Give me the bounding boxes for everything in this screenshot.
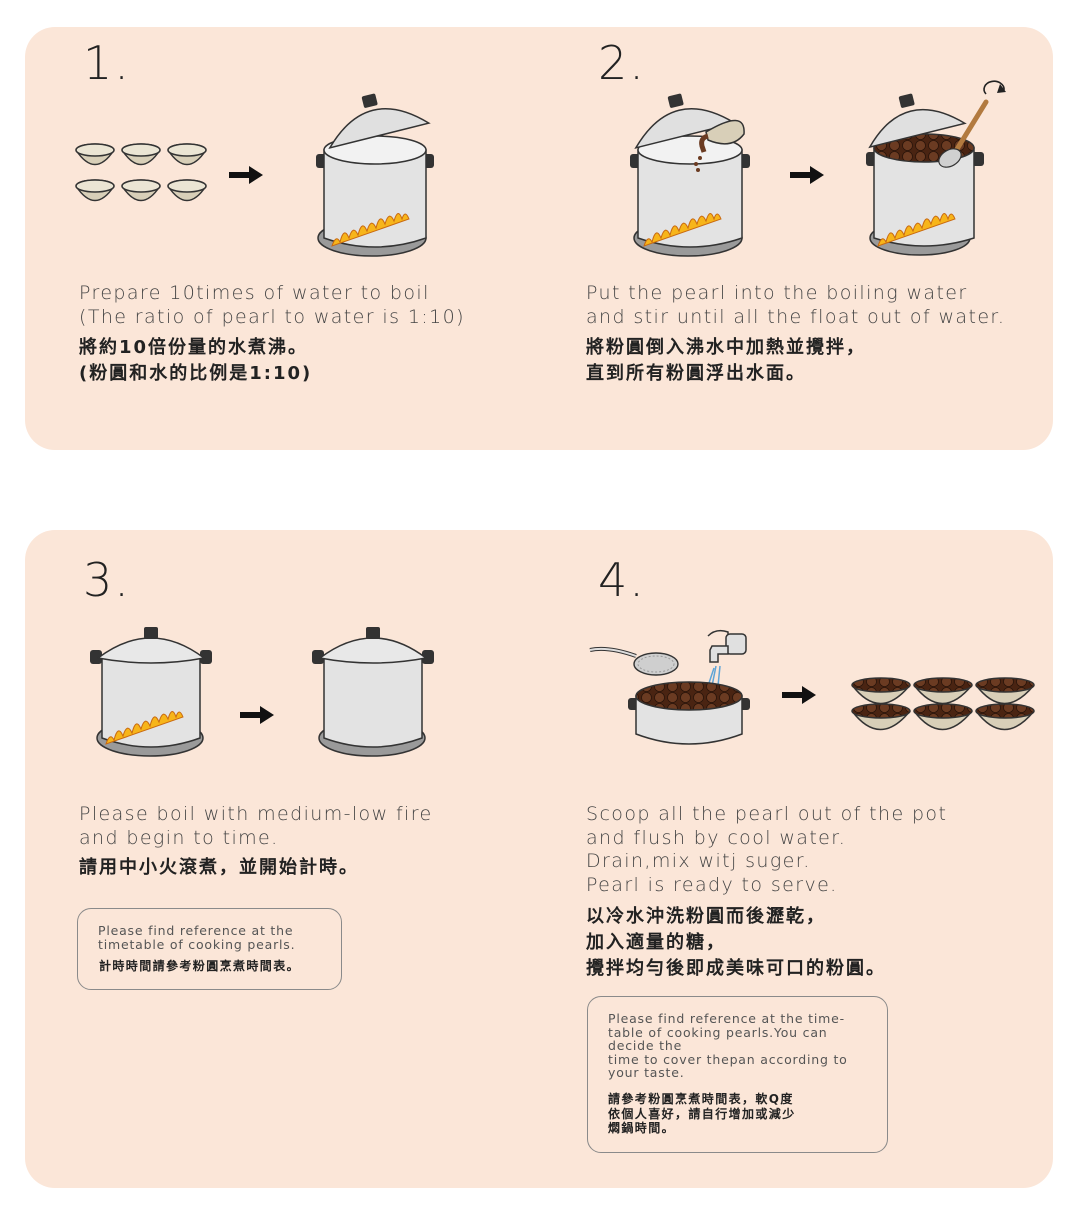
text-line: time to cover thepan according to	[608, 1051, 848, 1067]
text-line: 請用中小火滾煮，並開始計時。	[79, 857, 359, 878]
step-3-text-en: Please boil with medium-low fire and beg…	[79, 803, 433, 850]
text-line: Please find reference at the time-	[608, 1011, 845, 1026]
step-4-note-en: Please find reference at the time- table…	[608, 1012, 848, 1080]
pearls-in-pot	[635, 681, 743, 711]
faucet-icon	[707, 629, 747, 687]
text-line: 依個人喜好，請自行增加或減少	[608, 1106, 796, 1121]
bowl-icon	[167, 179, 207, 202]
step-4-number: 4.	[598, 553, 646, 607]
rinse-pearls-icon	[589, 629, 750, 745]
step-4-text-zh: 以冷水沖洗粉圓而後瀝乾， 加入適量的糖， 攪拌均勻後即成美味可口的粉圓。	[586, 904, 886, 982]
bowl-icon	[121, 179, 161, 202]
pot-covered-off-icon	[312, 627, 434, 757]
bowl-icon	[121, 143, 161, 166]
step-2-number: 2.	[598, 36, 646, 90]
text-line: 將約10倍份量的水煮沸。	[79, 337, 309, 358]
text-line: and begin to time.	[79, 826, 279, 849]
step-1-text-en: Prepare 10times of water to boil (The ra…	[79, 282, 465, 329]
step-3-number: 3.	[83, 553, 131, 607]
step-2-text-en: Put the pearl into the boiling water and…	[586, 282, 1005, 329]
text-line: (The ratio of pearl to water is 1:10)	[79, 305, 465, 328]
text-line: Please boil with medium-low fire	[79, 803, 433, 825]
pearl-bowl-icon	[975, 677, 1035, 705]
strainer-icon	[589, 646, 679, 676]
text-line: 直到所有粉圓浮出水面。	[586, 363, 806, 384]
arrow-right-icon	[782, 686, 816, 704]
flame-icon	[105, 711, 184, 745]
lid-icon	[318, 637, 428, 664]
text-line: table of cooking pearls.You can	[608, 1024, 828, 1040]
arrow-right-icon	[229, 166, 263, 184]
pouring-bowl-icon	[694, 119, 745, 172]
stir-rotate-icon	[983, 80, 1006, 95]
flame-icon	[877, 213, 956, 247]
step-4-note-box	[587, 996, 888, 1153]
pearl-bowl-icon	[913, 677, 973, 705]
text-line: Please find reference at the	[98, 923, 294, 938]
text-line: Pearl is ready to serve.	[586, 873, 838, 896]
lid-icon	[96, 637, 206, 664]
text-line: 攪拌均勻後即成美味可口的粉圓。	[586, 958, 886, 979]
text-line: 請參考粉圓烹煮時間表，軟Q度	[608, 1092, 794, 1106]
text-line: (粉圓和水的比例是1:10)	[79, 363, 313, 384]
pot-covered-boiling-icon	[90, 627, 212, 757]
pearl-bowls-group	[851, 677, 1035, 731]
step-3-note-en: Please find reference at the timetable o…	[98, 924, 295, 951]
bowl-icon	[75, 143, 115, 166]
lid-icon	[634, 93, 737, 149]
text-line: decide the	[608, 1038, 683, 1054]
step-panel-bottom	[25, 530, 1053, 1188]
text-line: and stir until all the float out of wate…	[586, 305, 1006, 328]
text-line: Put the pearl into the boiling water	[586, 282, 968, 304]
step-2-text-zh: 將粉圓倒入沸水中加熱並攪拌， 直到所有粉圓浮出水面。	[586, 335, 866, 387]
pearl-bowl-icon	[913, 703, 973, 731]
step-3-note-box	[77, 908, 342, 990]
text-line: and flush by cool water.	[586, 826, 847, 849]
arrow-right-icon	[240, 706, 274, 724]
flame-icon	[643, 213, 722, 247]
arrow-right-icon	[790, 166, 824, 184]
bowl-icon	[75, 179, 115, 202]
text-line: 以冷水沖洗粉圓而後瀝乾，	[586, 906, 826, 927]
text-line: 燜鍋時間。	[608, 1121, 676, 1135]
text-line: Prepare 10times of water to boil	[79, 282, 430, 304]
step-3-text-zh: 請用中小火滾煮，並開始計時。	[79, 855, 359, 881]
text-line: 將粉圓倒入沸水中加熱並攪拌，	[586, 337, 866, 358]
text-line: your taste.	[608, 1065, 685, 1081]
step-3-note-zh: 計時時間請參考粉圓烹煮時間表。	[99, 959, 300, 974]
text-line: Drain,mix witj suger.	[586, 850, 811, 872]
step-1-number: 1.	[83, 36, 131, 90]
text-line: 加入適量的糖，	[586, 932, 726, 953]
pot-pouring-icon	[630, 93, 750, 257]
lid-icon	[328, 93, 431, 149]
bowl-icon	[167, 143, 207, 166]
text-line: 計時時間請參考粉圓烹煮時間表。	[99, 959, 301, 973]
step-1-text-zh: 將約10倍份量的水煮沸。 (粉圓和水的比例是1:10)	[79, 335, 312, 387]
pearl-bowl-icon	[851, 677, 911, 705]
bowls-group	[75, 143, 207, 202]
spoon-icon	[938, 99, 989, 168]
lid-icon	[868, 93, 967, 149]
flame-icon	[331, 213, 410, 247]
pearl-bowl-icon	[975, 703, 1035, 731]
pot-icon	[316, 93, 434, 257]
step-4-note-zh: 請參考粉圓烹煮時間表，軟Q度 依個人喜好，請自行增加或減少 燜鍋時間。	[608, 1092, 796, 1136]
pot-stirring-icon	[866, 80, 1006, 256]
pearl-bowl-icon	[851, 703, 911, 731]
step-4-text-en: Scoop all the pearl out of the pot and f…	[586, 803, 947, 897]
text-line: timetable of cooking pearls.	[98, 936, 296, 952]
text-line: Scoop all the pearl out of the pot	[586, 803, 948, 825]
